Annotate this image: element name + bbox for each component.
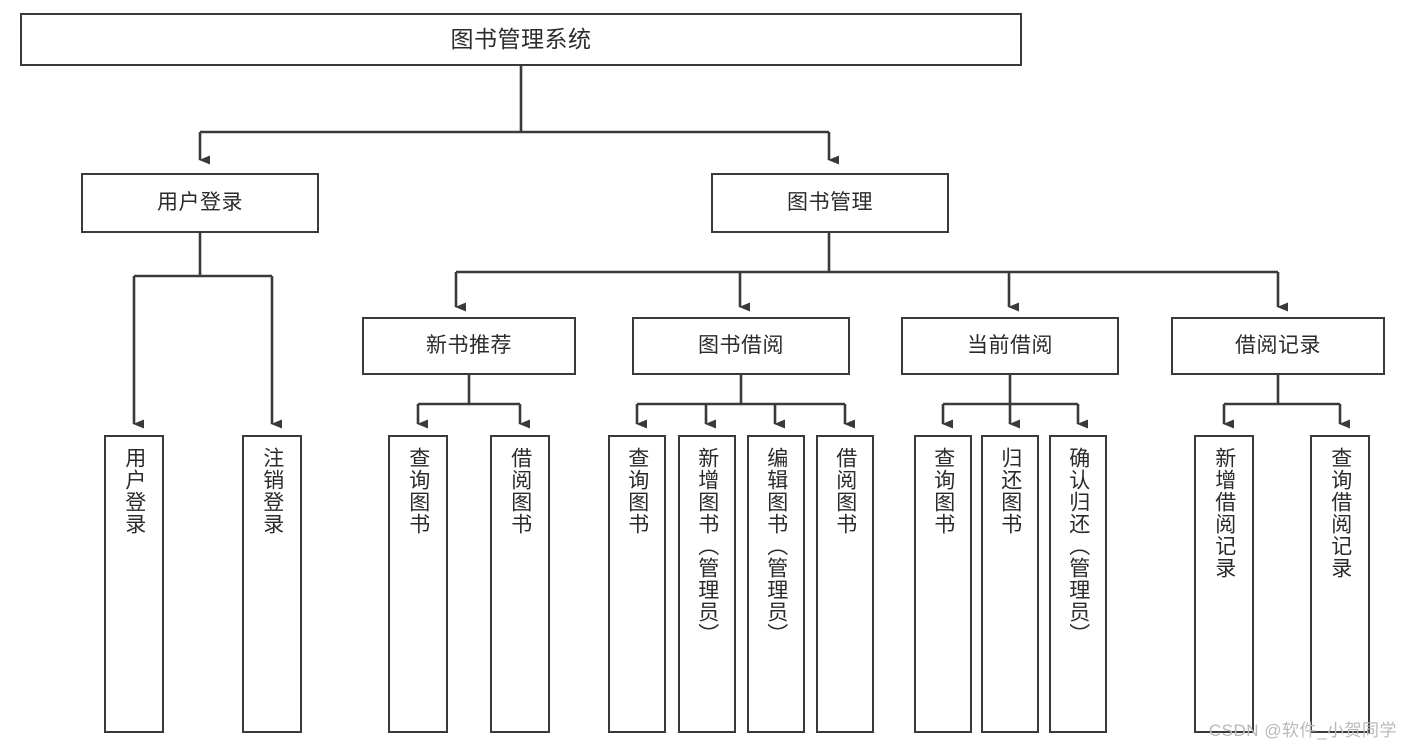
node-borrow-record[interactable]: 借阅记录 <box>1171 317 1385 375</box>
node-leaf-edit-book[interactable]: 编辑图书（管理员） <box>747 435 805 733</box>
node-root-system[interactable]: 图书管理系统 <box>20 13 1022 66</box>
node-leaf-query-book-borrow-label: 查询图书 <box>625 447 649 535</box>
node-leaf-query-book-borrow[interactable]: 查询图书 <box>608 435 666 733</box>
node-new-book-recommend[interactable]: 新书推荐 <box>362 317 576 375</box>
node-book-borrow[interactable]: 图书借阅 <box>632 317 850 375</box>
node-leaf-query-book-current-label: 查询图书 <box>931 447 955 535</box>
watermark-csdn: CSDN @软件_小贺同学 <box>1208 721 1397 740</box>
node-leaf-borrow-book[interactable]: 借阅图书 <box>816 435 874 733</box>
node-leaf-query-book-recommend[interactable]: 查询图书 <box>388 435 448 733</box>
node-leaf-add-borrow-record-label: 新增借阅记录 <box>1212 447 1236 579</box>
node-root-system-label: 图书管理系统 <box>450 25 592 52</box>
node-leaf-user-login[interactable]: 用户登录 <box>104 435 164 733</box>
node-leaf-add-borrow-record[interactable]: 新增借阅记录 <box>1194 435 1254 733</box>
node-user-login[interactable]: 用户登录 <box>81 173 319 233</box>
node-borrow-record-label: 借阅记录 <box>1235 333 1321 357</box>
node-leaf-user-login-label: 用户登录 <box>122 447 146 535</box>
node-leaf-logout-label: 注销登录 <box>260 447 284 535</box>
node-leaf-return-book[interactable]: 归还图书 <box>981 435 1039 733</box>
node-leaf-borrow-book-recommend[interactable]: 借阅图书 <box>490 435 550 733</box>
node-leaf-logout[interactable]: 注销登录 <box>242 435 302 733</box>
node-current-borrow[interactable]: 当前借阅 <box>901 317 1119 375</box>
node-leaf-add-book-label: 新增图书（管理员） <box>695 447 719 645</box>
node-book-management-label: 图书管理 <box>787 190 873 214</box>
node-leaf-borrow-book-label: 借阅图书 <box>833 447 857 535</box>
node-leaf-query-book-recommend-label: 查询图书 <box>406 447 430 535</box>
node-book-borrow-label: 图书借阅 <box>698 333 784 357</box>
node-leaf-add-book[interactable]: 新增图书（管理员） <box>678 435 736 733</box>
node-leaf-return-book-label: 归还图书 <box>998 447 1022 535</box>
node-leaf-query-borrow-record-label: 查询借阅记录 <box>1328 447 1352 579</box>
node-book-management[interactable]: 图书管理 <box>711 173 949 233</box>
node-current-borrow-label: 当前借阅 <box>967 333 1053 357</box>
node-leaf-confirm-return[interactable]: 确认归还（管理员） <box>1049 435 1107 733</box>
node-new-book-recommend-label: 新书推荐 <box>426 333 512 357</box>
node-leaf-borrow-book-recommend-label: 借阅图书 <box>508 447 532 535</box>
node-leaf-query-book-current[interactable]: 查询图书 <box>914 435 972 733</box>
node-leaf-edit-book-label: 编辑图书（管理员） <box>764 447 788 645</box>
node-leaf-confirm-return-label: 确认归还（管理员） <box>1066 447 1090 645</box>
node-user-login-label: 用户登录 <box>157 190 243 214</box>
node-leaf-query-borrow-record[interactable]: 查询借阅记录 <box>1310 435 1370 733</box>
